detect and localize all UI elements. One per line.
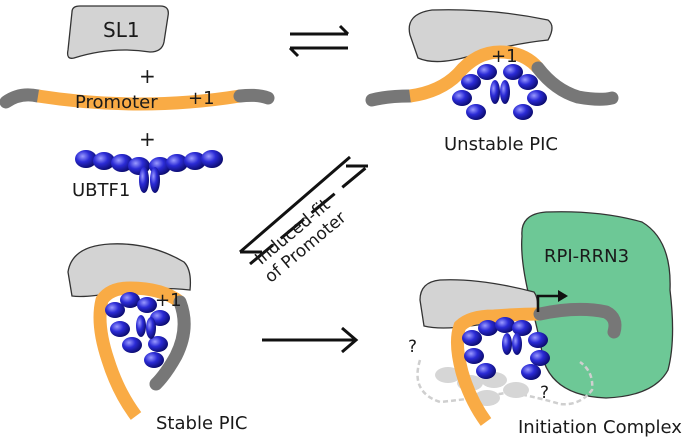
promoter-dna-linear — [0, 88, 275, 111]
question-mark: ? — [408, 337, 417, 357]
tss-marker: +1 — [188, 88, 215, 109]
unstable-pic-complex — [365, 9, 619, 120]
promoter-label: Promoter — [75, 92, 158, 113]
forward-arrow — [262, 326, 359, 354]
tss-marker: +1 — [491, 46, 518, 67]
plus-sign: + — [139, 64, 156, 88]
initiation-complex — [416, 211, 674, 426]
induced-fit-arrow — [239, 155, 369, 266]
ubtf1-dimer — [75, 150, 223, 193]
initiation-complex-label: Initiation Complex — [518, 417, 682, 438]
question-mark: ? — [540, 383, 549, 403]
stable-pic-complex — [67, 243, 192, 420]
ubtf1-label: UBTF1 — [72, 180, 130, 201]
stable-pic-label: Stable PIC — [156, 413, 247, 434]
sl1-shape — [66, 5, 169, 59]
rpi-rrn3-label: RPI-RRN3 — [544, 246, 629, 267]
tss-marker: +1 — [155, 290, 182, 311]
unstable-pic-label: Unstable PIC — [444, 134, 558, 155]
equilibrium-arrow — [288, 24, 350, 58]
plus-sign: + — [139, 127, 156, 151]
sl1-label: SL1 — [103, 18, 140, 42]
induced-fit-caption: Induced-fit of Promoter — [251, 195, 350, 287]
